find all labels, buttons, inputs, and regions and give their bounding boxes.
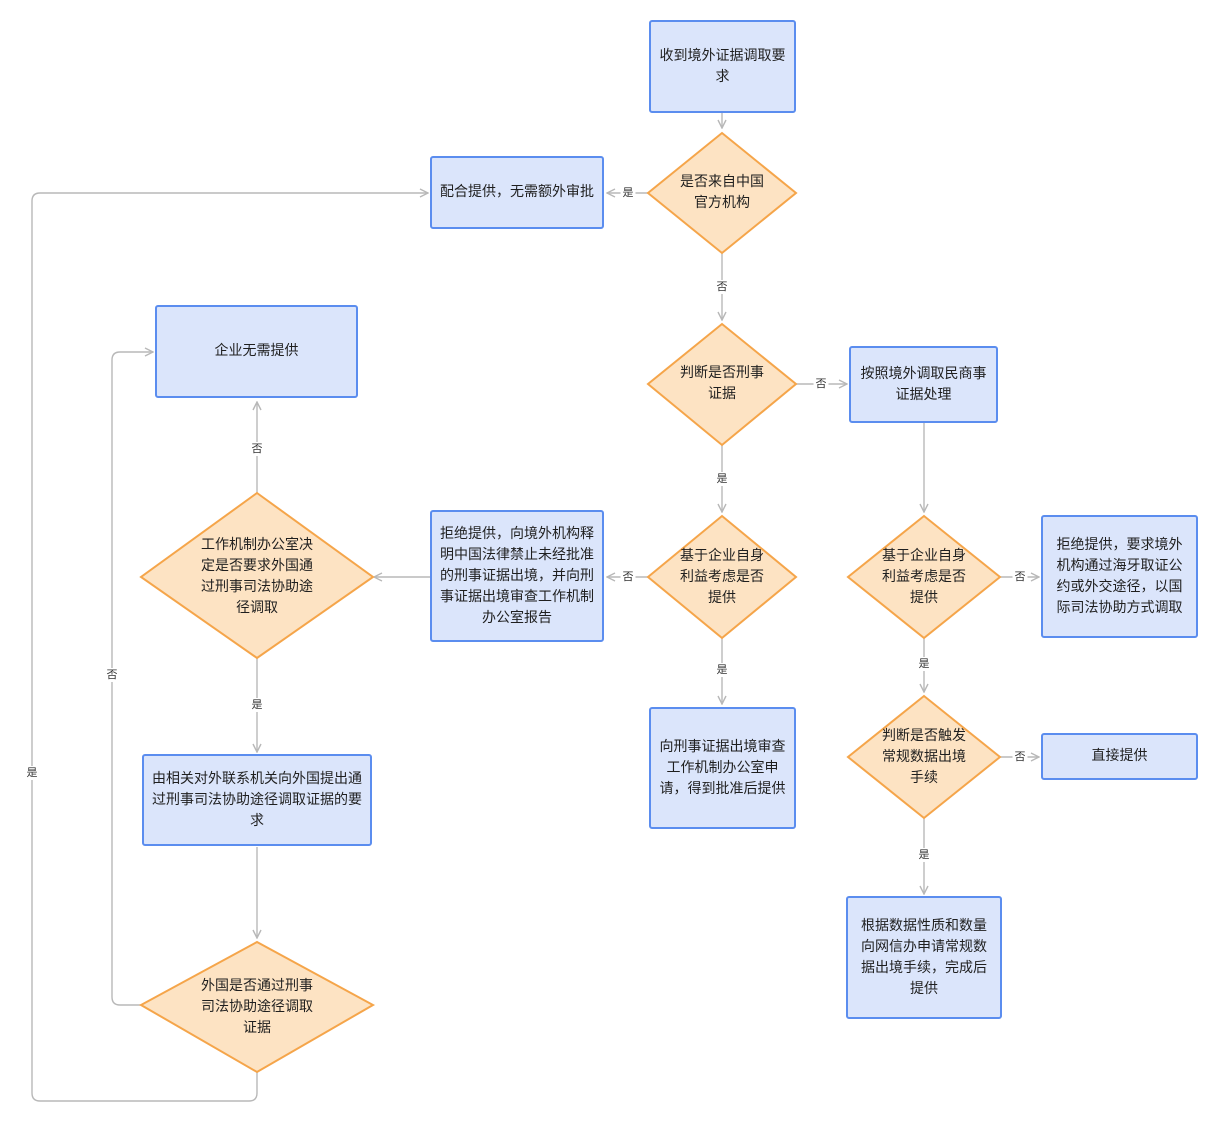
label-official-no: 否 bbox=[714, 280, 730, 294]
text-trigger-data-export: 判断是否触发常规数据出境手续 bbox=[882, 727, 966, 786]
text-is-criminal-evidence: 判断是否刑事证据 bbox=[680, 365, 764, 402]
label-foreign-no: 否 bbox=[104, 668, 120, 682]
text-is-chinese-official: 是否来自中国官方机构 bbox=[680, 174, 764, 211]
text-civil-self-interest: 基于企业自身利益考虑是否提供 bbox=[882, 547, 966, 606]
box-provide-directly: 直接提供 bbox=[1041, 733, 1198, 780]
label-trigger-yes: 是 bbox=[916, 848, 932, 862]
label-interest-yes: 是 bbox=[714, 663, 730, 677]
label-foreign-yes: 是 bbox=[24, 766, 40, 780]
label-office-yes: 是 bbox=[249, 698, 265, 712]
label-criminal-no: 否 bbox=[813, 377, 829, 391]
label-interest-no: 否 bbox=[620, 570, 636, 584]
diamond-is-criminal-evidence bbox=[646, 322, 798, 447]
label-office-no: 否 bbox=[249, 442, 265, 456]
diamond-trigger-data-export bbox=[846, 694, 1002, 820]
label-official-yes: 是 bbox=[620, 186, 636, 200]
box-refuse-hague: 拒绝提供，要求境外机构通过海牙取证公约或外交途径，以国际司法协助方式调取 bbox=[1041, 515, 1198, 638]
diamond-is-chinese-official bbox=[646, 131, 798, 255]
box-receive-request: 收到境外证据调取要求 bbox=[649, 20, 796, 113]
box-enterprise-no-need: 企业无需提供 bbox=[155, 305, 358, 398]
label-civil-interest-yes: 是 bbox=[916, 657, 932, 671]
diamond-foreign-uses-assistance bbox=[138, 940, 376, 1074]
label-trigger-no: 否 bbox=[1012, 750, 1028, 764]
diamond-criminal-self-interest bbox=[646, 514, 798, 640]
label-criminal-yes: 是 bbox=[714, 472, 730, 486]
box-civil-process: 按照境外调取民商事证据处理 bbox=[849, 346, 998, 423]
edge-foreign-yes-cooperate bbox=[31, 193, 428, 1102]
box-foreign-request: 由相关对外联系机关向外国提出通过刑事司法协助途径调取证据的要求 bbox=[142, 754, 372, 846]
diamond-office-decision bbox=[139, 491, 375, 660]
text-foreign-uses-assistance: 外国是否通过刑事司法协助途径调取证据 bbox=[201, 977, 313, 1036]
box-refuse-report: 拒绝提供，向境外机构释明中国法律禁止未经批准的刑事证据出境，并向刑事证据出境审查… bbox=[430, 510, 604, 642]
text-office-decision: 工作机制办公室决定是否要求外国通过刑事司法协助途径调取 bbox=[201, 537, 313, 616]
box-cooperate-provide: 配合提供，无需额外审批 bbox=[430, 156, 604, 229]
label-civil-interest-no: 否 bbox=[1012, 570, 1028, 584]
text-criminal-self-interest: 基于企业自身利益考虑是否提供 bbox=[680, 547, 764, 606]
diamond-civil-self-interest bbox=[846, 514, 1002, 640]
box-apply-cac: 根据数据性质和数量向网信办申请常规数据出境手续，完成后提供 bbox=[846, 896, 1002, 1019]
box-apply-criminal-office: 向刑事证据出境审查工作机制办公室申请，得到批准后提供 bbox=[649, 707, 796, 829]
